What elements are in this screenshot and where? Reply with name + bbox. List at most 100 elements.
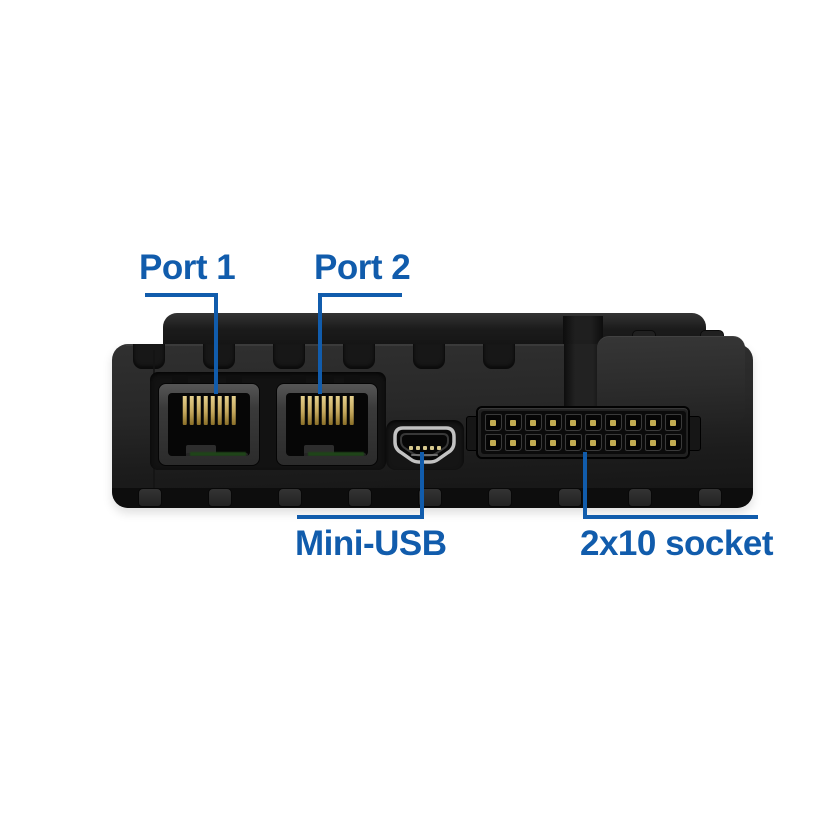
top-edge-groove <box>203 344 235 369</box>
top-edge-groove <box>133 344 165 369</box>
pcb-edge-glow <box>308 452 364 456</box>
socket-gold-pin <box>590 439 596 446</box>
rj45-bezel-notch <box>172 375 188 384</box>
pin-socket-opening <box>480 411 686 454</box>
rj45-port-2-pins <box>300 396 354 425</box>
top-edge-groove <box>273 344 305 369</box>
socket-cell <box>564 414 582 431</box>
bottom-edge-clip <box>558 488 582 507</box>
rj45-bezel-notch <box>200 375 216 384</box>
socket-cell <box>604 434 622 451</box>
mini-usb-outline <box>393 426 456 464</box>
socket-cell <box>584 414 602 431</box>
rj45-pin <box>210 396 215 425</box>
socket-gold-pin <box>550 439 556 446</box>
socket-cell <box>584 434 602 451</box>
pin-socket-2x10 <box>476 406 690 459</box>
rj45-pin <box>307 396 312 425</box>
bottom-edge-clip <box>628 488 652 507</box>
rj45-pin <box>314 396 319 425</box>
socket-cell <box>624 434 642 451</box>
pin-socket-grid <box>484 414 682 451</box>
rj45-pin <box>217 396 222 425</box>
bottom-edge-clip <box>418 488 442 507</box>
socket-gold-pin <box>530 439 536 446</box>
socket-gold-pin <box>490 439 496 446</box>
usb-pin-dot <box>423 446 427 450</box>
socket-cell <box>524 434 542 451</box>
bottom-edge-clip <box>138 488 162 507</box>
socket-gold-pin <box>570 439 576 446</box>
socket-gold-pin <box>490 419 496 426</box>
rj45-pin <box>321 396 326 425</box>
rj45-pin <box>203 396 208 425</box>
bottom-edge-clip <box>348 488 372 507</box>
socket-cell <box>484 434 502 451</box>
rj45-pin <box>224 396 229 425</box>
rj45-pin <box>231 396 236 425</box>
socket-cell <box>504 434 522 451</box>
socket-cell <box>644 434 662 451</box>
rj45-pin <box>182 396 187 425</box>
socket-gold-pin <box>670 419 676 426</box>
rj45-bezel-notch <box>344 375 360 384</box>
label-2x10-socket: 2x10 socket <box>580 524 773 563</box>
label-mini-usb: Mini-USB <box>295 524 447 563</box>
bottom-edge-clip <box>488 488 512 507</box>
rj45-bezel-notch <box>226 375 242 384</box>
socket-cell <box>544 434 562 451</box>
bottom-edge-clip <box>698 488 722 507</box>
usb-pin-dot <box>416 446 420 450</box>
port2-callout-line <box>318 293 322 394</box>
socket-cell <box>504 414 522 431</box>
socket-callout-line <box>583 452 587 519</box>
socket-gold-pin <box>510 419 516 426</box>
socket-gold-pin <box>630 419 636 426</box>
rj45-port-2 <box>276 383 378 466</box>
usb-pin-dot <box>437 446 441 450</box>
socket-gold-pin <box>630 439 636 446</box>
rj45-port-1-pins <box>182 396 236 425</box>
mini-usb-contact-line <box>411 454 438 456</box>
rj45-pin <box>196 396 201 425</box>
port2-callout-line <box>318 293 402 297</box>
top-edge-groove <box>413 344 445 369</box>
label-port-1: Port 1 <box>139 248 236 287</box>
top-edge-groove <box>343 344 375 369</box>
top-edge-groove <box>483 344 515 369</box>
rj45-pin <box>349 396 354 425</box>
rj45-pin <box>300 396 305 425</box>
rj45-bezel-notch <box>290 375 306 384</box>
socket-gold-pin <box>570 419 576 426</box>
rj45-latch-shelf <box>186 445 216 455</box>
mini-usb-pin-dots <box>409 446 441 450</box>
socket-cell <box>664 414 682 431</box>
mini-usb-port <box>393 426 456 464</box>
pcb-edge-glow <box>190 452 246 456</box>
socket-callout-line <box>583 515 758 519</box>
socket-gold-pin <box>590 419 596 426</box>
socket-cell <box>564 434 582 451</box>
rj45-port-1 <box>158 383 260 466</box>
socket-gold-pin <box>550 419 556 426</box>
usb-pin-dot <box>409 446 413 450</box>
socket-cell <box>484 414 502 431</box>
port1-callout-line <box>214 293 218 394</box>
mini-usb-callout-line <box>420 452 424 519</box>
rj45-pin <box>189 396 194 425</box>
socket-gold-pin <box>530 419 536 426</box>
bottom-edge-clip <box>278 488 302 507</box>
socket-cell <box>624 414 642 431</box>
socket-cell <box>644 414 662 431</box>
rj45-pin <box>328 396 333 425</box>
socket-cell <box>524 414 542 431</box>
port1-callout-line <box>145 293 218 297</box>
bottom-edge-clip <box>208 488 232 507</box>
rj45-pin <box>335 396 340 425</box>
socket-gold-pin <box>510 439 516 446</box>
socket-gold-pin <box>670 439 676 446</box>
socket-cell <box>544 414 562 431</box>
rj45-port-2-opening <box>286 393 368 456</box>
socket-cell <box>664 434 682 451</box>
socket-gold-pin <box>650 419 656 426</box>
